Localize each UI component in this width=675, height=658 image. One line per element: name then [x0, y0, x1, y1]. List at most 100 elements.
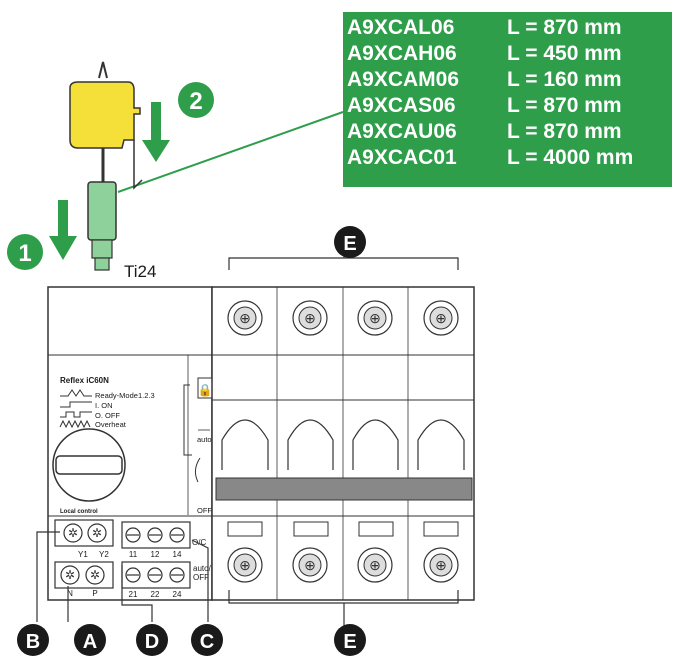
pole-handle-arch — [287, 419, 334, 470]
callout-c — [191, 624, 223, 656]
step2-arrow — [142, 102, 170, 162]
legend-ready: Ready-Mode1.2.3 — [95, 391, 155, 400]
screw-icon: ⊕ — [239, 557, 251, 573]
oc-label: O/C — [192, 538, 206, 547]
reference-length: L = 4000 mm — [507, 145, 634, 169]
step2-number: 2 — [189, 88, 202, 115]
e-top-bracket — [228, 257, 459, 270]
terminal-n-label: N — [67, 589, 73, 598]
screw-head — [429, 306, 453, 330]
screw-icon: ✲ — [65, 568, 75, 582]
callout-d — [136, 624, 168, 656]
reference-row: A9XCAL06 L = 870 mm — [347, 14, 672, 40]
terminal-p-label: P — [92, 589, 97, 598]
pole-handle-arch — [352, 419, 399, 470]
screw-head — [298, 306, 322, 330]
screw-head — [429, 553, 453, 577]
label-window — [293, 521, 329, 537]
reference-table: A9XCAL06 L = 870 mm A9XCAH06 L = 450 mm A9… — [343, 12, 672, 187]
screw-icon: ⊕ — [435, 310, 447, 326]
reference-row: A9XCAM06 L = 160 mm — [347, 66, 672, 92]
reference-code: A9XCAS06 — [347, 93, 456, 117]
reference-length: L = 450 mm — [507, 41, 622, 65]
callout-b-letter: B — [26, 631, 40, 653]
step1-arrow — [49, 200, 77, 260]
terminal-p-screw[interactable] — [85, 565, 105, 585]
screw-icon: ⊕ — [239, 310, 251, 326]
reference-row: A9XCAC01 L = 4000 mm — [347, 144, 672, 170]
contact-11-label: 11 — [129, 550, 138, 559]
callout-a-letter: A — [83, 631, 97, 653]
callout-e-bottom — [334, 624, 366, 656]
cable-top — [98, 61, 108, 79]
screw-icon: ⊕ — [369, 557, 381, 573]
callout-a — [74, 624, 106, 656]
green-plug — [87, 181, 117, 241]
auto-off-label-2: OFF — [193, 573, 209, 582]
ready-symbol — [60, 389, 92, 397]
off-label: OFF — [197, 506, 212, 515]
arrow-head — [142, 140, 170, 162]
screw-head — [298, 553, 322, 577]
b-leader — [36, 531, 60, 622]
arrow-shaft — [58, 200, 68, 238]
terminal-y2-label: Y2 — [99, 550, 109, 559]
legend-overheat: Overheat — [95, 420, 127, 429]
contact-24-label: 24 — [173, 590, 182, 599]
reference-length: L = 160 mm — [507, 67, 622, 91]
step1-badge — [7, 234, 43, 270]
step2-badge — [178, 82, 214, 118]
contact-12-label: 12 — [151, 550, 160, 559]
plug-pin — [94, 257, 110, 271]
legend-on: I. ON — [95, 401, 113, 410]
screw-head — [363, 306, 387, 330]
on-symbol — [60, 401, 92, 408]
step1-number: 1 — [18, 240, 31, 267]
screw-head — [363, 553, 387, 577]
screw-head — [233, 553, 257, 577]
reference-code: A9XCAL06 — [347, 15, 455, 39]
legend-off: O. OFF — [95, 411, 120, 420]
callout-c-letter: C — [200, 631, 214, 653]
terminal-y1-screw[interactable] — [63, 523, 83, 543]
c-leader — [191, 539, 209, 622]
screw-head — [233, 306, 257, 330]
contact-14-label: 14 — [173, 550, 182, 559]
pole-handle-arch — [417, 419, 465, 470]
label-window — [227, 521, 263, 537]
toggle-bar[interactable] — [215, 477, 473, 501]
arrow-shaft — [151, 102, 161, 142]
terminal-y2-screw[interactable] — [87, 523, 107, 543]
reference-code: A9XCAH06 — [347, 41, 457, 65]
device-name: Reflex iC60N — [60, 376, 109, 385]
reference-length: L = 870 mm — [507, 93, 622, 117]
screw-icon: ⊕ — [369, 310, 381, 326]
screw-icon: ✲ — [68, 526, 78, 540]
contact-22-label: 22 — [151, 590, 160, 599]
screw-icon: ⊕ — [435, 557, 447, 573]
off-symbol — [60, 411, 92, 418]
overheat-symbol — [59, 419, 91, 429]
reference-code: A9XCAC01 — [347, 145, 457, 169]
knob-grip — [55, 455, 123, 475]
padlock-icon: 🔒 — [198, 383, 213, 397]
auto-bracket — [183, 384, 192, 456]
connector-assembly — [69, 61, 143, 271]
reference-length: L = 870 mm — [507, 15, 622, 39]
reference-row: A9XCAH06 L = 450 mm — [347, 40, 672, 66]
reference-code: A9XCAM06 — [347, 67, 460, 91]
auto-label: auto — [197, 435, 212, 444]
screw-icon: ⊕ — [304, 310, 316, 326]
reference-length: L = 870 mm — [507, 119, 622, 143]
terminal-y1-label: Y1 — [78, 550, 88, 559]
cap-clip — [133, 140, 143, 190]
callout-e-bottom-letter: E — [343, 631, 356, 653]
screw-icon: ✲ — [92, 526, 102, 540]
terminal-n-screw[interactable] — [60, 565, 80, 585]
arrow-head — [49, 236, 77, 260]
reference-code: A9XCAU06 — [347, 119, 457, 143]
rotate-arrow — [194, 457, 201, 483]
screw-icon: ✲ — [90, 568, 100, 582]
